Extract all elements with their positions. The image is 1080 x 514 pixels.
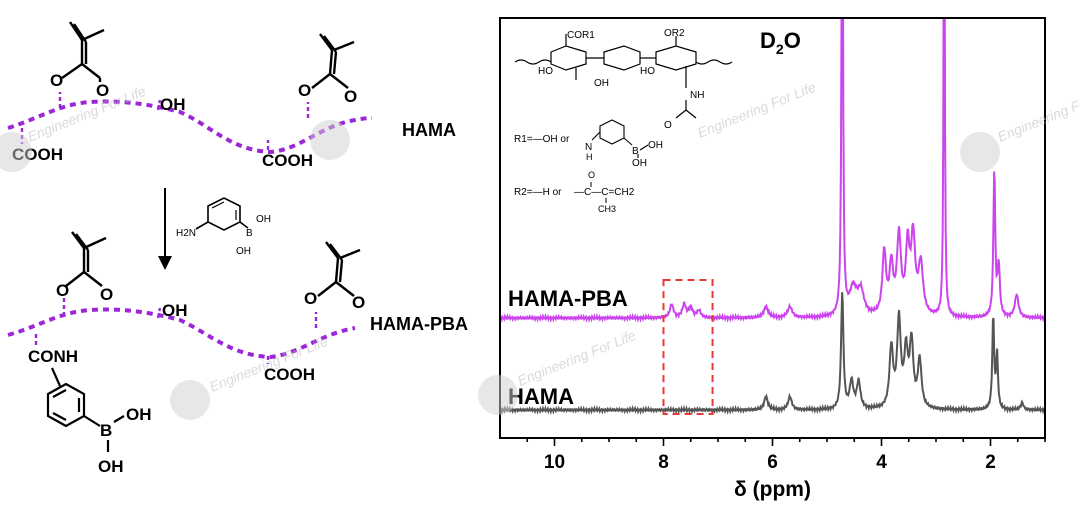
watermark-text: Engineering For Life: [515, 327, 638, 389]
watermark-text: Engineering For Life: [695, 79, 818, 141]
top-ester-o-right: O: [298, 81, 311, 100]
watermark-text: Engineering For Life: [207, 333, 330, 395]
top-oh-label: OH: [160, 95, 186, 114]
bottom-cooh-label: COOH: [264, 365, 315, 384]
x-tick-label: 4: [876, 452, 887, 473]
inset-r2-ch3: CH3: [598, 204, 616, 214]
inset-ho1: HO: [538, 66, 553, 77]
inset-nh: NH: [690, 90, 704, 101]
inset-acetyl-o: O: [664, 120, 672, 131]
x-tick-label: 8: [658, 452, 669, 473]
plot-frame: [499, 17, 1046, 439]
bottom-methacrylate-right: [314, 241, 361, 328]
bottom-carbonyl-o-left: O: [100, 285, 113, 304]
bottom-oh-label: OH: [162, 301, 188, 320]
x-axis: 10 8 6 4 2: [526, 438, 1046, 473]
inset-ho2: HO: [640, 66, 655, 77]
reaction-arrowhead: [158, 256, 172, 270]
series-label-hama: HAMA: [508, 384, 574, 409]
boronic-oh1: OH: [126, 405, 152, 424]
reaction-scheme: O O O O OH COOH COOH HAMA: [7, 21, 468, 476]
inset-r1-line: R1=—OH or: [514, 134, 570, 145]
series-label-hama-pba: HAMA-PBA: [508, 286, 628, 311]
boron-label: B: [100, 421, 112, 440]
bottom-backbone-chain: [7, 307, 356, 360]
inset-r1-oh1: OH: [648, 140, 663, 151]
top-backbone-chain: [7, 99, 373, 155]
inset-r1-h: H: [586, 152, 593, 162]
watermark-logo: [0, 120, 1000, 420]
top-ester-o-left: O: [50, 71, 63, 90]
inset-r1-b: B: [632, 146, 639, 157]
top-polymer-label: HAMA: [402, 120, 456, 140]
top-methacrylate-right: [306, 33, 355, 118]
bottom-conh-label: CONH: [28, 347, 78, 366]
top-carbonyl-o-left: O: [96, 81, 109, 100]
top-carbonyl-o-right: O: [344, 87, 357, 106]
reagent-nh2: H2N: [176, 228, 196, 239]
spectrum-line-hama-pba: [501, 19, 1044, 324]
bottom-carbonyl-o-right: O: [352, 293, 365, 312]
reagent-oh2: OH: [236, 246, 251, 257]
series-layer: [501, 19, 1044, 416]
inset-oh1: OH: [594, 78, 609, 89]
reagent-oh1: OH: [256, 214, 271, 225]
boronic-oh2: OH: [98, 457, 124, 476]
bottom-ester-o-left: O: [56, 281, 69, 300]
inset-r1-phenylboronic: [591, 119, 649, 158]
reagent-aminophenylboronic-acid: H2N B OH OH: [176, 197, 271, 257]
x-tick-label: 10: [544, 452, 565, 473]
inset-repeat-unit-structure: [514, 34, 733, 119]
bottom-ester-o-right: O: [304, 289, 317, 308]
phenylboronic-ring: [46, 367, 125, 452]
spectrum-line-hama: [501, 292, 1044, 416]
inset-r2-line: R2=—H or: [514, 187, 562, 198]
inset-r2-o: O: [588, 170, 595, 180]
bottom-polymer-label: HAMA-PBA: [370, 314, 468, 334]
inset-r1-n: N: [585, 142, 592, 153]
reagent-b: B: [246, 228, 253, 239]
solvent-label: D2O: [760, 28, 801, 57]
bottom-methacrylate-left: [62, 231, 107, 316]
inset-cor1: COR1: [567, 30, 595, 41]
inset-r2-group: —C—C=CH2: [574, 187, 635, 198]
watermark-text: Engineering For Life: [995, 83, 1080, 145]
inset-r1-oh2: OH: [632, 158, 647, 169]
x-tick-label: 6: [767, 452, 778, 473]
top-cooh-right: COOH: [262, 151, 313, 170]
x-axis-label: δ (ppm): [734, 478, 811, 501]
top-methacrylate-left: [58, 21, 105, 108]
x-tick-label: 2: [985, 452, 996, 473]
aromatic-region-highlight-box: [662, 279, 714, 415]
inset-or2: OR2: [664, 28, 685, 39]
